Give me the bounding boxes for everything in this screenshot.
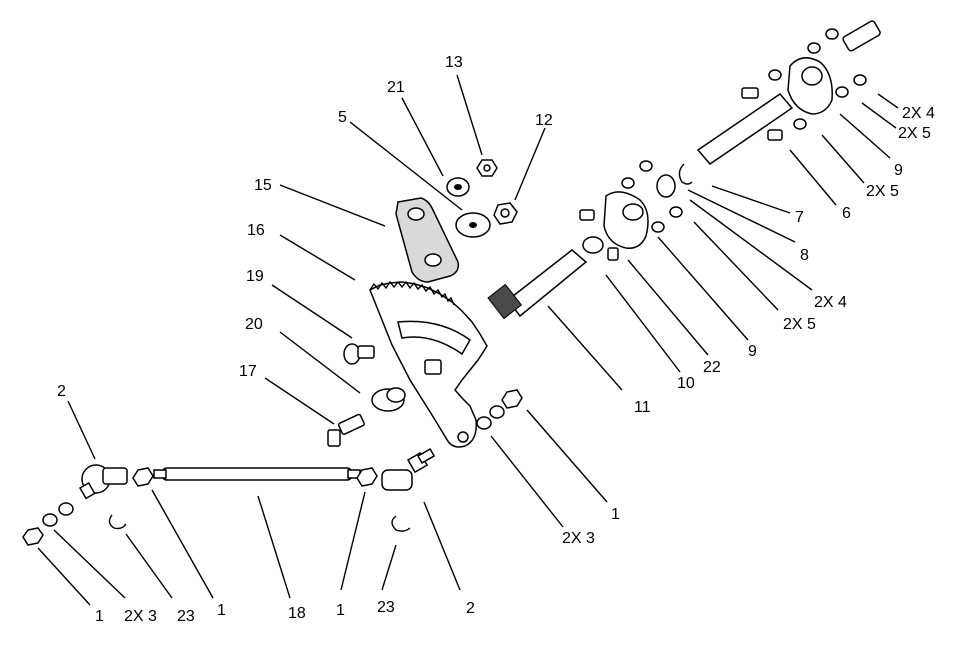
callout-16: 16 xyxy=(247,222,265,239)
hex-nut-13 xyxy=(476,159,498,177)
callout-18: 18 xyxy=(288,605,306,622)
nut-washer-stack-left xyxy=(22,502,74,546)
bolt-19 xyxy=(343,343,375,365)
bushing-8 xyxy=(656,174,676,198)
callout-22: 22 xyxy=(703,359,721,376)
callout-2x5-upper: 2X 5 xyxy=(898,125,931,142)
callout-23-right: 23 xyxy=(377,599,395,616)
callout-12: 12 xyxy=(535,112,553,129)
bolt-17 xyxy=(327,413,365,447)
ball-joint-left xyxy=(78,464,128,500)
link-plate-15 xyxy=(395,197,460,283)
bolt-6 xyxy=(767,129,783,141)
callout-23-left: 23 xyxy=(177,608,195,625)
bolt-22 xyxy=(607,247,619,261)
callout-2x5-mid: 2X 5 xyxy=(866,183,899,200)
nut-12 xyxy=(493,202,518,225)
callout-21: 21 xyxy=(387,79,405,96)
nut-1-rod-right xyxy=(356,467,378,487)
callout-10: 10 xyxy=(677,375,695,392)
callout-2x5-lower: 2X 5 xyxy=(783,316,816,333)
callout-11: 11 xyxy=(634,399,651,416)
sleeve-upper xyxy=(696,93,794,165)
callout-9-lower: 9 xyxy=(748,343,757,360)
spacer-21 xyxy=(446,177,470,197)
callout-20: 20 xyxy=(245,316,263,333)
callout-6: 6 xyxy=(842,205,851,222)
callout-1-bottom-left: 1 xyxy=(95,608,104,625)
callout-7: 7 xyxy=(795,209,804,226)
washer-stack-upper xyxy=(768,28,867,130)
callout-2x3-bottom-left: 2X 3 xyxy=(124,608,157,625)
bushing-10 xyxy=(582,236,604,254)
bushing-20 xyxy=(371,387,406,412)
tie-rod-18 xyxy=(153,467,361,481)
callout-19: 19 xyxy=(246,268,264,285)
callout-5: 5 xyxy=(338,109,347,126)
callout-1-rod-left: 1 xyxy=(217,602,226,619)
ball-joint-right xyxy=(381,447,436,491)
sector-gear-16 xyxy=(369,280,488,448)
e-clip-7 xyxy=(678,163,693,185)
bolt-upper xyxy=(741,87,759,99)
hair-clip-23-right xyxy=(391,515,411,532)
washer-5 xyxy=(455,212,491,238)
callout-2-left: 2 xyxy=(57,383,66,400)
flange-bracket-upper xyxy=(787,57,833,115)
callout-2x3-right: 2X 3 xyxy=(562,530,595,547)
callout-9-upper: 9 xyxy=(894,162,903,179)
threaded-stud xyxy=(842,20,881,52)
bolt-upper-left xyxy=(579,209,595,221)
nut-washer-stack-right xyxy=(476,389,523,430)
callout-13: 13 xyxy=(445,54,463,71)
steering-shaft-11 xyxy=(487,249,588,320)
callout-15: 15 xyxy=(254,177,272,194)
callout-8: 8 xyxy=(800,247,809,264)
callout-17: 17 xyxy=(239,363,257,380)
callout-2-right: 2 xyxy=(466,600,475,617)
flange-bracket-lower xyxy=(603,191,649,249)
callout-1-right: 1 xyxy=(611,506,620,523)
nut-1-rod-left xyxy=(132,467,154,487)
hair-clip-23-left xyxy=(108,514,127,530)
callout-2x4-lower: 2X 4 xyxy=(814,294,847,311)
leader-lines xyxy=(37,74,899,606)
callout-1-rod-right: 1 xyxy=(336,602,345,619)
callout-2x4-upper: 2X 4 xyxy=(902,105,935,122)
washer-stack-lower xyxy=(621,160,683,233)
callout-labels: 13 21 5 12 15 16 19 20 17 2 1 2X 3 23 1 … xyxy=(57,54,935,625)
